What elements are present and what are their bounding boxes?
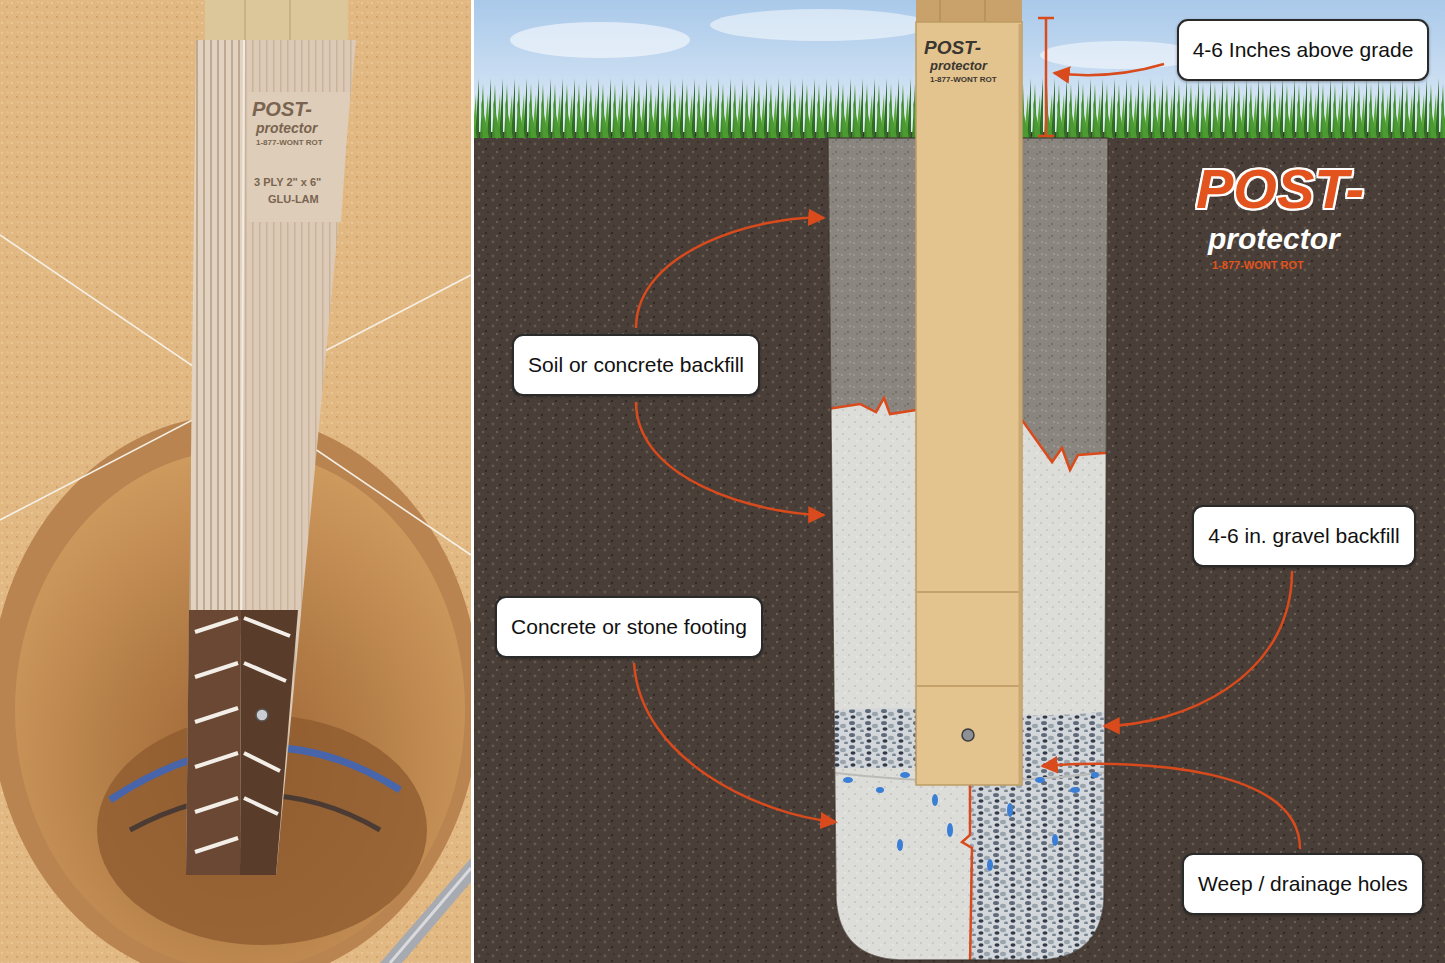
brand-logo: POST- xyxy=(1196,158,1364,220)
wood-post xyxy=(205,0,348,46)
callout-text: Weep / drainage holes xyxy=(1198,871,1408,896)
cloud xyxy=(710,9,930,41)
wood-grain xyxy=(245,0,246,46)
sleeve-right-face xyxy=(240,40,356,875)
leader-line xyxy=(636,402,824,515)
callout-text: Soil or concrete backfill xyxy=(528,352,744,377)
panel-divider xyxy=(471,0,474,963)
callout-text: 4-6 in. gravel backfill xyxy=(1208,523,1399,548)
brand-logo: protector xyxy=(1208,222,1340,255)
leader-line xyxy=(1104,571,1292,726)
sleeve-left-face xyxy=(186,40,244,875)
water-drops xyxy=(843,772,1099,871)
sleeve-shade xyxy=(1019,24,1022,784)
brand-logo: POST- xyxy=(924,38,981,59)
phone-number: 1-877-WONT ROT xyxy=(1212,259,1304,271)
footing-concrete xyxy=(820,768,972,963)
sleeve-label-area xyxy=(247,92,350,222)
brand-logo: protector xyxy=(930,59,987,73)
post-sleeve xyxy=(916,22,1022,785)
sleeve-seam xyxy=(917,591,1021,593)
brand-logo: POST- xyxy=(252,98,312,120)
leader-line xyxy=(1042,764,1300,849)
product-size: 3 PLY 2" x 6" xyxy=(254,176,321,188)
brand-logo: protector xyxy=(256,121,317,136)
leader-line xyxy=(634,663,836,822)
callout-box: Concrete or stone footing xyxy=(495,596,763,657)
bolt xyxy=(962,729,974,741)
phone-number: 1-877-WONT ROT xyxy=(256,139,323,148)
footing-split xyxy=(962,768,972,963)
height-bracket xyxy=(1038,18,1054,136)
wood-grain xyxy=(290,0,291,46)
callout-box: 4-6 Inches above grade xyxy=(1177,19,1430,80)
sleeve-lower-left xyxy=(186,610,241,875)
callout-box: Soil or concrete backfill xyxy=(512,334,760,395)
callout-text: 4-6 Inches above grade xyxy=(1193,37,1414,62)
product-type: GLU-LAM xyxy=(268,193,319,205)
leader-line xyxy=(1054,64,1164,75)
cloud xyxy=(510,22,690,58)
pipe xyxy=(380,858,471,963)
callout-box: Weep / drainage holes xyxy=(1182,853,1424,914)
cutaway-panel xyxy=(474,0,1445,963)
footing-stone xyxy=(970,768,1120,963)
callout-box: 4-6 in. gravel backfill xyxy=(1192,505,1415,566)
chevrons xyxy=(195,618,290,852)
sleeve-seam xyxy=(917,685,1021,687)
photo-panel xyxy=(0,0,480,963)
wood-grain xyxy=(985,0,986,24)
callout-text: Concrete or stone footing xyxy=(511,614,747,639)
pipe-highlight xyxy=(390,868,471,963)
leader-line xyxy=(636,218,824,328)
sleeve-lower-right xyxy=(240,610,298,875)
phone-number: 1-877-WONT ROT xyxy=(930,76,997,85)
wood-grain xyxy=(940,0,941,24)
bolt xyxy=(256,709,268,721)
